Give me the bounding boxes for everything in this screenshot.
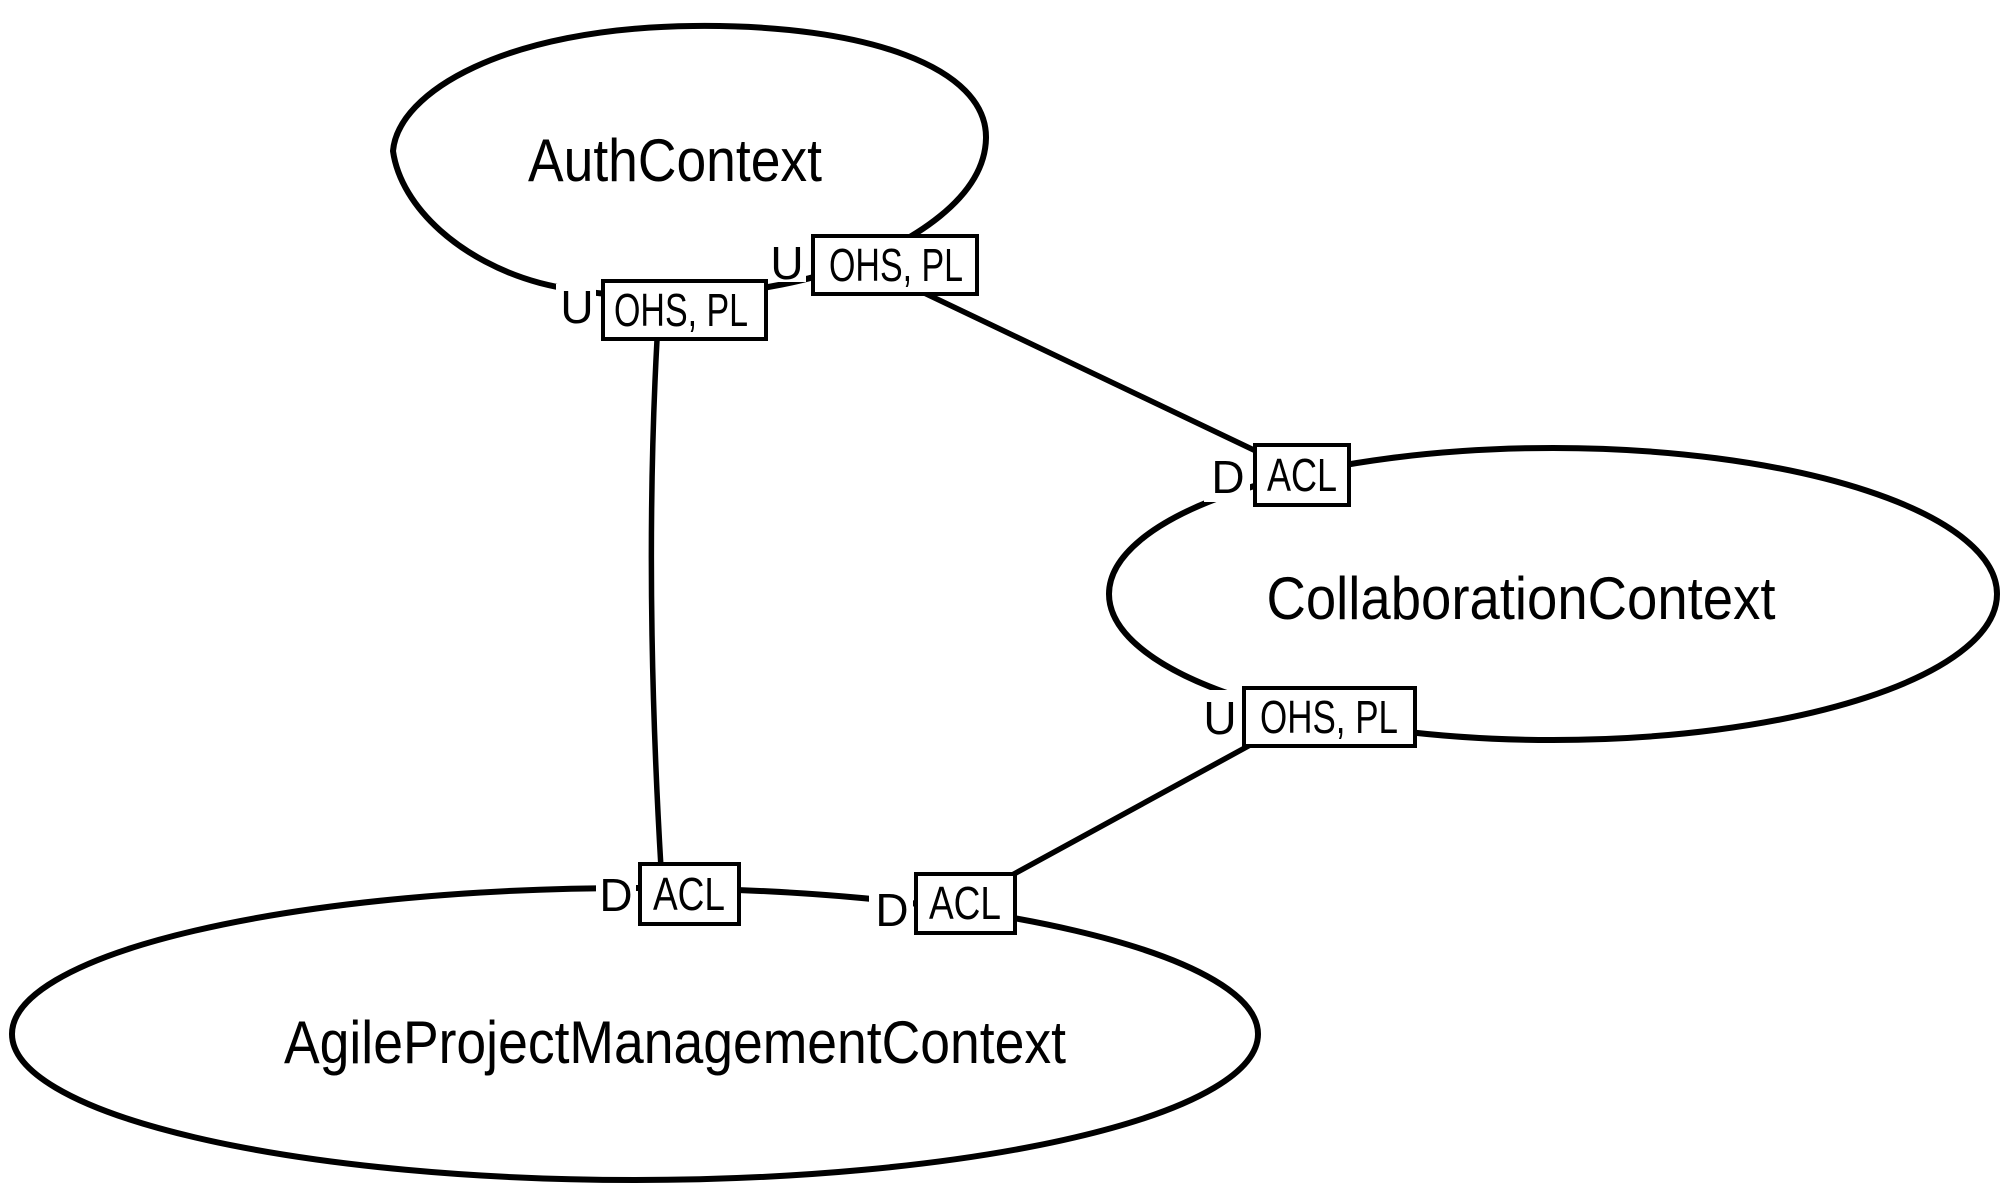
downstream-marker-collaboration-agile: D (875, 884, 908, 936)
knockout-u-collaboration-agile (1196, 690, 1242, 740)
edge-auth-to-agile (648, 337, 664, 871)
box-ohs-pl-auth-agile (601, 279, 768, 341)
box-ohs-pl-collaboration-agile (1242, 686, 1417, 748)
downstream-marker-auth-collaboration: D (1211, 451, 1244, 503)
box-acl-collaboration-agile (914, 872, 1017, 935)
knockout-u-auth-agile (556, 284, 596, 326)
edge-collaboration-to-agile (1000, 741, 1255, 883)
upstream-marker-auth-collaboration: U (770, 237, 803, 289)
auth-context-ellipse (389, 22, 990, 300)
relationship-lines (648, 287, 1261, 883)
knockout-u-auth-collaboration (766, 240, 806, 282)
box-acl-auth-collaboration (1253, 443, 1351, 507)
edge-auth-to-collaboration (915, 287, 1261, 455)
upstream-patterns-collaboration-agile: OHS, PL (1260, 691, 1398, 743)
knockout-d-collaboration-agile (869, 884, 913, 930)
box-ohs-pl-auth-collaboration (811, 234, 979, 296)
pattern-boxes (601, 234, 1417, 935)
downstream-patterns-auth-collaboration: ACL (1267, 449, 1337, 501)
collaboration-context-name: CollaborationContext (1267, 565, 1776, 632)
downstream-marker-auth-agile: D (599, 869, 632, 921)
collaboration-context-ellipse (1106, 445, 2000, 743)
relationship-labels: U OHS, PL D ACL U OHS, PL D ACL U OHS, P… (560, 237, 1398, 936)
downstream-patterns-auth-agile: ACL (653, 868, 725, 920)
upstream-marker-auth-agile: U (560, 281, 593, 333)
knockout-d-auth-collaboration (1204, 452, 1250, 502)
upstream-patterns-auth-collaboration: OHS, PL (829, 239, 963, 291)
agile-project-management-context-name: AgileProjectManagementContext (284, 1009, 1066, 1076)
upstream-patterns-auth-agile: OHS, PL (614, 284, 748, 336)
marker-knockouts (556, 240, 1250, 930)
knockout-d-auth-agile (596, 868, 636, 914)
context-names: AuthContext CollaborationContext AgilePr… (284, 127, 1776, 1076)
box-acl-auth-agile (638, 862, 741, 926)
auth-context-name: AuthContext (528, 127, 822, 194)
downstream-patterns-collaboration-agile: ACL (929, 877, 1001, 929)
upstream-marker-collaboration-agile: U (1203, 692, 1236, 744)
